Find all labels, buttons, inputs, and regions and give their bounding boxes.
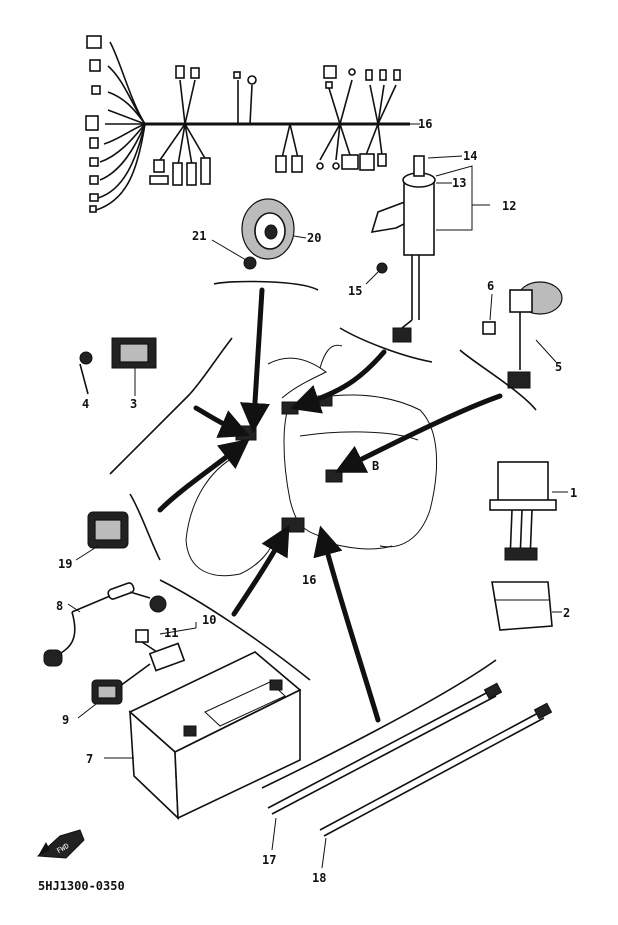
relay-cover xyxy=(491,581,553,631)
horn xyxy=(241,198,295,260)
part-label-4: 4 xyxy=(82,397,89,411)
part-label-15: 15 xyxy=(348,284,362,298)
part-label-13: 13 xyxy=(452,176,466,190)
rectifier-regulator xyxy=(111,337,157,369)
part-label-21: 21 xyxy=(192,229,206,243)
part-label-11: 11 xyxy=(164,626,178,640)
fuse-lead xyxy=(43,582,167,667)
cable-band-long xyxy=(267,682,503,815)
part-label-9: 9 xyxy=(62,713,69,727)
part-label-12: 12 xyxy=(502,199,516,213)
part-label-17: 17 xyxy=(262,853,276,867)
part-label-B: B xyxy=(372,459,379,473)
part-label-2: 2 xyxy=(563,606,570,620)
relay-unit xyxy=(489,461,557,561)
fuse xyxy=(135,629,161,655)
part-label-7: 7 xyxy=(86,752,93,766)
part-label-16-body: 16 xyxy=(302,573,316,587)
main-switch xyxy=(370,155,436,343)
pointer-arrows xyxy=(157,287,503,723)
part-label-14: 14 xyxy=(463,149,477,163)
flasher-relay xyxy=(87,511,129,549)
part-label-20: 20 xyxy=(307,231,321,245)
fuse-holder xyxy=(119,642,186,687)
part-label-1: 1 xyxy=(570,486,577,500)
starter-terminal-block xyxy=(91,679,123,705)
grouping-brackets xyxy=(109,280,537,789)
regulator-bolt xyxy=(79,351,93,395)
part-label-18: 18 xyxy=(312,871,326,885)
part-label-6: 6 xyxy=(487,279,494,293)
cable-band-short xyxy=(319,702,553,837)
part-label-8: 8 xyxy=(56,599,63,613)
catalog-code: 5HJ1300-0350 xyxy=(38,879,125,893)
starter-relay xyxy=(507,281,563,389)
part-label-3: 3 xyxy=(130,397,137,411)
battery xyxy=(128,651,302,820)
wire-harness xyxy=(85,35,420,213)
part-label-16-harness: 16 xyxy=(418,117,432,131)
horn-bolt xyxy=(211,239,257,270)
part-label-5: 5 xyxy=(555,360,562,374)
relay-nut xyxy=(482,321,496,335)
front-direction-arrow-icon: FWD xyxy=(36,829,85,859)
part-label-19: 19 xyxy=(58,557,72,571)
part-label-10: 10 xyxy=(202,613,216,627)
